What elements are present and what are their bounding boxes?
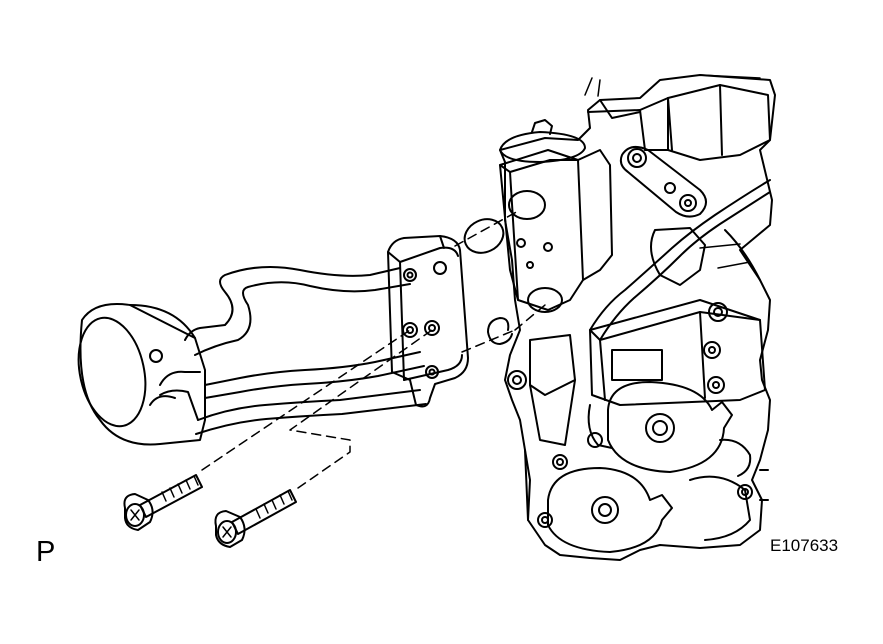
o-ring-upper xyxy=(459,213,509,259)
o-ring-lower xyxy=(488,318,512,344)
bolt-right xyxy=(215,490,296,547)
view-marker-letter: P xyxy=(36,536,56,568)
alignment-lines xyxy=(202,210,545,488)
tube-assembly xyxy=(69,236,468,445)
bolt-left xyxy=(124,475,202,530)
figure-id-label: E107633 xyxy=(770,536,839,555)
unit-assembly xyxy=(500,75,775,560)
